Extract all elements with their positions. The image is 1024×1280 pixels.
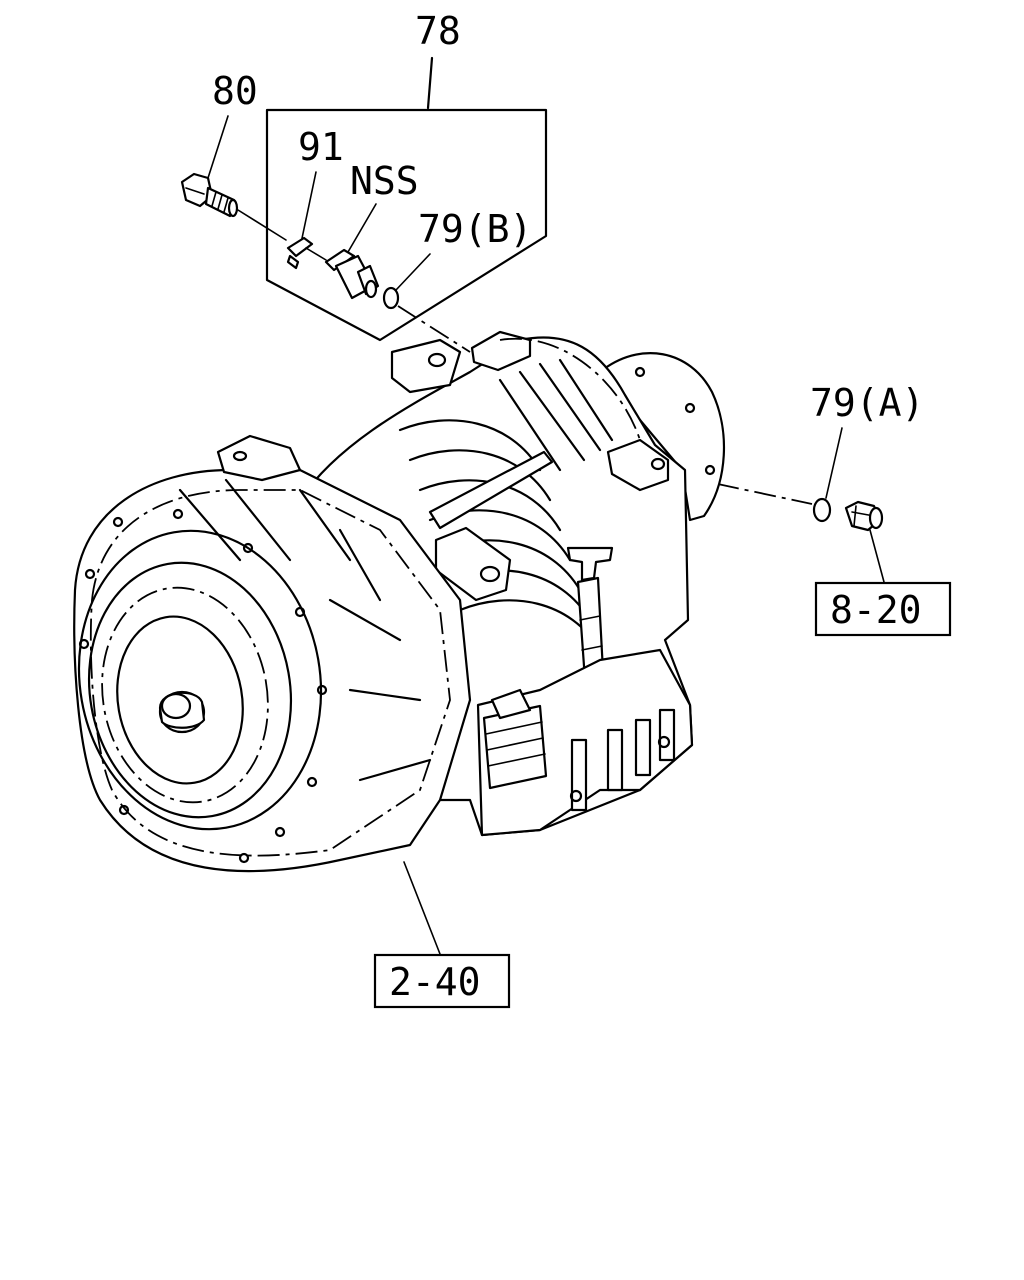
rear-housing [598,352,726,522]
callout-79a: 79(A) [810,381,924,425]
bell-housing [73,434,472,873]
callout-80: 80 [212,69,258,113]
sensor-part [324,248,380,300]
bolt-part [180,172,287,241]
ref-box-8-20: 8-20 [814,581,952,637]
bracket-part [286,236,327,270]
transmission-illustration [73,330,726,873]
oil-pan [476,648,694,837]
leader-lines [207,115,885,955]
callout-79b: 79(B) [418,207,532,251]
callout-78: 78 [415,9,461,53]
ref-label-2-40: 2-40 [389,960,481,1004]
oring-b-part [382,286,400,310]
assembly-frame [265,56,548,342]
plug-part [844,500,884,532]
callout-91: 91 [298,125,344,169]
callout-nss: NSS [350,159,419,203]
oring-a-part [812,497,832,523]
alignment-lines [397,305,813,505]
ref-box-2-40: 2-40 [373,953,511,1009]
ref-label-8-20: 8-20 [830,588,922,632]
